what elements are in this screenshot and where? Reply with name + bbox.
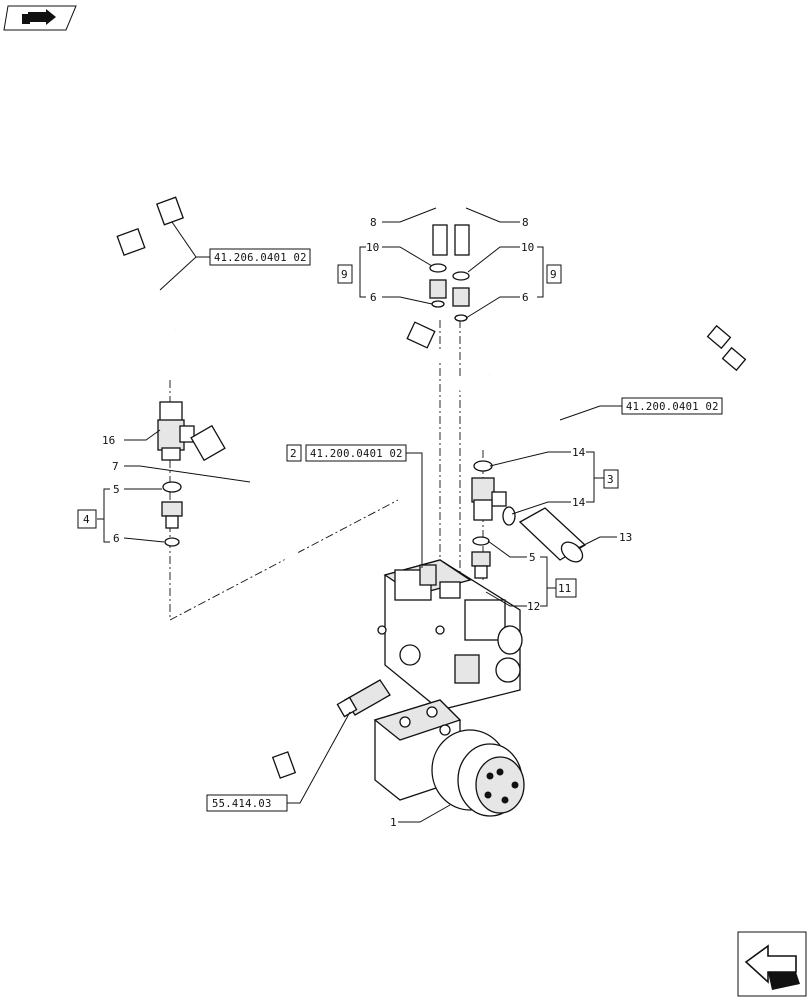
callout-13: 13: [619, 531, 632, 544]
svg-text:41.200.0401 02: 41.200.0401 02: [310, 448, 403, 460]
elbow-fitting-16: [157, 401, 195, 461]
next-page-arrow-icon[interactable]: [3, 5, 77, 31]
callout-1: 1: [390, 816, 397, 829]
hoses-8: [432, 134, 747, 372]
callout-14-top: 14: [572, 446, 586, 459]
svg-text:2: 2: [290, 447, 297, 460]
svg-text:41.200.0401 02: 41.200.0401 02: [626, 401, 719, 413]
callout-6-top-left: 6: [370, 291, 377, 304]
reference-bottom[interactable]: 55.414.03: [206, 794, 288, 812]
callout-16: 16: [102, 434, 115, 447]
callout-5-left: 5: [113, 483, 120, 496]
fittings-9: [429, 263, 470, 322]
pressure-sensor: [336, 679, 391, 718]
callout-5-right: 5: [529, 551, 536, 564]
leader-lines: [97, 207, 622, 823]
callout-6-left: 6: [113, 532, 120, 545]
reference-right[interactable]: 41.200.0401 02: [621, 397, 723, 415]
boxed-item-11: 11: [555, 578, 577, 598]
boxed-item-2: 2: [286, 444, 302, 462]
svg-text:4: 4: [83, 513, 90, 526]
callout-10-right: 10: [521, 241, 534, 254]
hose-assembly-centre: [406, 321, 568, 449]
svg-text:41.206.0401 02: 41.206.0401 02: [214, 252, 307, 264]
svg-text:55.414.03: 55.414.03: [212, 798, 272, 810]
svg-text:11: 11: [558, 582, 571, 595]
callout-7: 7: [112, 460, 119, 473]
valve-block-2: [377, 559, 523, 711]
callout-8-left: 8: [370, 216, 377, 229]
callout-14-bottom: 14: [572, 496, 586, 509]
boxed-item-4: 4: [77, 509, 97, 529]
reference-top-left[interactable]: 41.206.0401 02: [209, 248, 311, 266]
hose-7: [190, 424, 299, 779]
reference-center[interactable]: 41.200.0401 02: [305, 444, 407, 462]
boxed-item-9-right: 9: [546, 264, 562, 284]
callout-10-left: 10: [366, 241, 379, 254]
svg-text:3: 3: [607, 473, 614, 486]
adapter-group-4: [161, 481, 183, 547]
callout-6-top-right: 6: [522, 291, 529, 304]
previous-page-arrow-icon[interactable]: [737, 931, 807, 997]
boxed-item-9-left: 9: [337, 264, 353, 284]
hose-assembly-top-left: [116, 196, 250, 389]
svg-text:9: 9: [550, 268, 557, 281]
svg-text:9: 9: [341, 268, 348, 281]
steering-unit-1: [373, 699, 525, 817]
boxed-item-3: 3: [603, 469, 619, 489]
callout-8-right: 8: [522, 216, 529, 229]
callout-12: 12: [527, 600, 540, 613]
elbow-fitting-group-3: [471, 460, 516, 595]
